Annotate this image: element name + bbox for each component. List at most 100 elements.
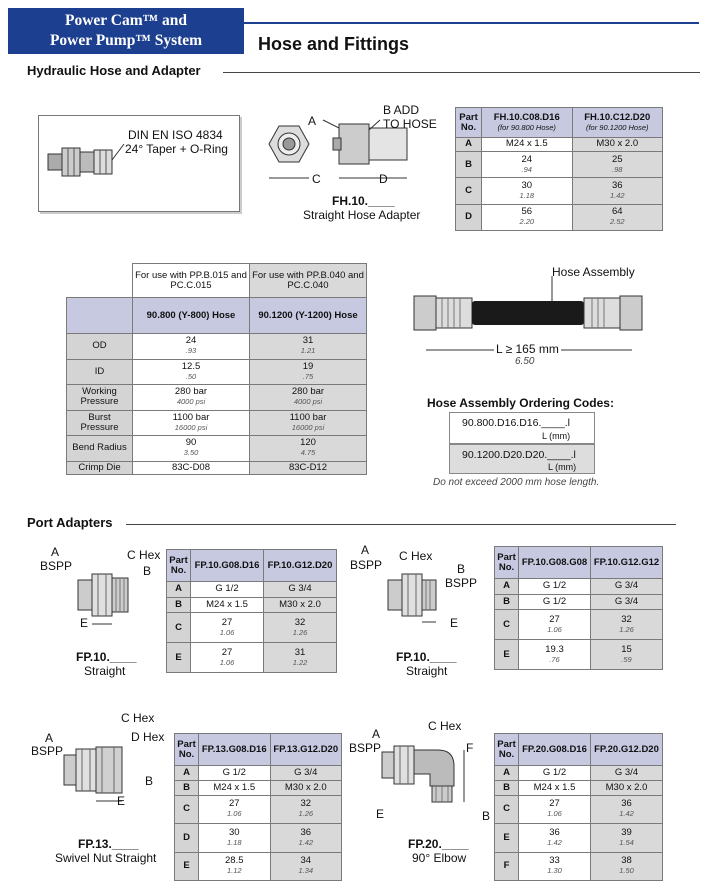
page-title: Hose and Fittings — [258, 34, 410, 54]
fp10a-label-e: E — [80, 616, 89, 630]
fp20-label-e: E — [376, 807, 385, 821]
fp13-label-d: D Hex — [131, 730, 165, 744]
fp10b-label-a: A — [361, 543, 370, 557]
fp13-label-bspp: BSPP — [31, 744, 64, 758]
adapter-label-b-1: B ADD — [383, 103, 420, 117]
ordering-code-2-unit: L (mm) — [548, 462, 577, 472]
fp10-straight-icon — [77, 573, 129, 625]
section-rule — [126, 524, 676, 525]
fp13-label-e: E — [117, 794, 126, 808]
adapter-label-b-2: TO HOSE — [383, 117, 437, 131]
adapter-label-c: C — [312, 172, 321, 186]
adapter-label-d: D — [379, 172, 388, 186]
fp20-label-c: C Hex — [428, 719, 462, 733]
fp20-label-b: B — [482, 809, 491, 823]
fp10b-label-e: E — [450, 616, 459, 630]
hose-use-2: For use with PP.B.040 and PC.C.040 — [249, 263, 367, 298]
fp13-label-c: C Hex — [121, 711, 155, 725]
fp10b-label-bspp-2: BSPP — [445, 576, 478, 590]
fp10-bspp-straight-icon — [387, 573, 437, 623]
header-rule — [244, 22, 699, 24]
hose-assembly-icon — [413, 276, 643, 351]
fp20-label-a: A — [372, 727, 381, 741]
hose-assembly-label: Hose Assembly — [552, 265, 635, 279]
adapter-part-number: FH.10.____ — [332, 194, 395, 208]
hose-length-note: Do not exceed 2000 mm hose length. — [433, 477, 600, 488]
hose-adapter-icon — [268, 119, 408, 179]
fp10a-label-b: B — [143, 564, 152, 578]
fp10b-part: FP.10.____ — [396, 650, 457, 664]
hose-head-col1: 90.800 (Y-800) Hose — [132, 297, 250, 334]
section-rule — [223, 72, 700, 73]
fp20-name: 90° Elbow — [412, 851, 467, 865]
fp10b-label-c: C Hex — [399, 549, 433, 563]
fp10a-label-a: A — [51, 545, 60, 559]
adapter-label-a: A — [308, 114, 317, 128]
hose-spec-table: For use with PP.B.015 and PC.C.015 For u… — [66, 263, 367, 476]
system-banner: Power Cam™ and Power Pump™ System — [8, 8, 244, 54]
ordering-code-box-1: 90.800.D16.D16.____.l L (mm) — [449, 412, 595, 444]
fp20-label-bspp: BSPP — [349, 741, 382, 755]
din-fitting-icon — [47, 143, 125, 177]
fp20-part: FP.20.____ — [408, 837, 469, 851]
ordering-code-1: 90.800.D16.D16.____.l — [462, 417, 570, 429]
fp10b-label-bspp: BSPP — [350, 558, 383, 572]
din-label-2: 24° Taper + O-Ring — [125, 142, 228, 156]
fp13-name: Swivel Nut Straight — [55, 851, 157, 865]
fp20-label-f: F — [466, 741, 474, 755]
fp20-elbow-icon — [381, 745, 465, 803]
ordering-codes-title: Hose Assembly Ordering Codes: — [427, 396, 614, 410]
fp13-part: FP.13.____ — [78, 837, 139, 851]
banner-line-2: Power Pump™ System — [49, 32, 203, 49]
fp10a-part: FP.10.____ — [76, 650, 137, 664]
ordering-code-1-unit: L (mm) — [542, 431, 571, 441]
hose-head-col2: 90.1200 (Y-1200) Hose — [249, 297, 367, 334]
fp13-label-b: B — [145, 774, 154, 788]
section-title-hydraulic: Hydraulic Hose and Adapter — [27, 63, 201, 78]
table-head-col1: FH.10.C08.D16(for 90.800 Hose) — [481, 107, 573, 138]
fp10b-name: Straight — [406, 664, 448, 678]
table-head-col2: FH.10.C12.D20(for 90.1200 Hose) — [571, 107, 663, 138]
fp13-swivel-nut-icon — [63, 746, 123, 802]
hose-length: L ≥ 165 mm — [494, 342, 561, 356]
din-label-1: DIN EN ISO 4834 — [128, 128, 223, 142]
ordering-code-2: 90.1200.D20.D20.____.l — [462, 449, 576, 461]
ordering-code-box-2: 90.1200.D20.D20.____.l L (mm) — [449, 444, 595, 474]
section-title-ports: Port Adapters — [27, 515, 113, 530]
adapter-name: Straight Hose Adapter — [303, 208, 421, 222]
din-fitting-panel — [38, 115, 240, 212]
fp10a-label-bspp: BSPP — [40, 559, 73, 573]
fp10a-label-c: C Hex — [127, 548, 161, 562]
